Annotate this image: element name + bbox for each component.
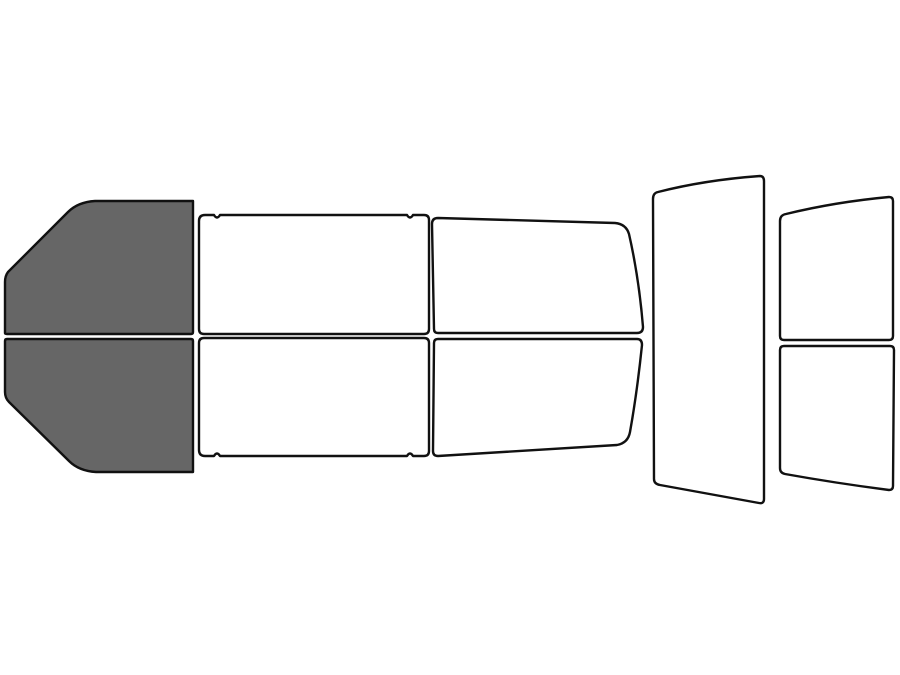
pane-front-door-window-upper[interactable] xyxy=(197,213,431,336)
pane-rear-door-window-upper[interactable] xyxy=(430,216,645,335)
pane-front-door-window-lower[interactable] xyxy=(197,336,431,458)
pane-front-windshield-lower[interactable] xyxy=(3,337,195,474)
pane-quarter-window[interactable] xyxy=(651,174,766,505)
pane-rear-window-lower[interactable] xyxy=(778,344,896,492)
pane-rear-window-upper[interactable] xyxy=(778,195,895,342)
pane-front-windshield-upper[interactable] xyxy=(3,199,195,336)
pane-rear-door-window-lower[interactable] xyxy=(431,337,644,458)
